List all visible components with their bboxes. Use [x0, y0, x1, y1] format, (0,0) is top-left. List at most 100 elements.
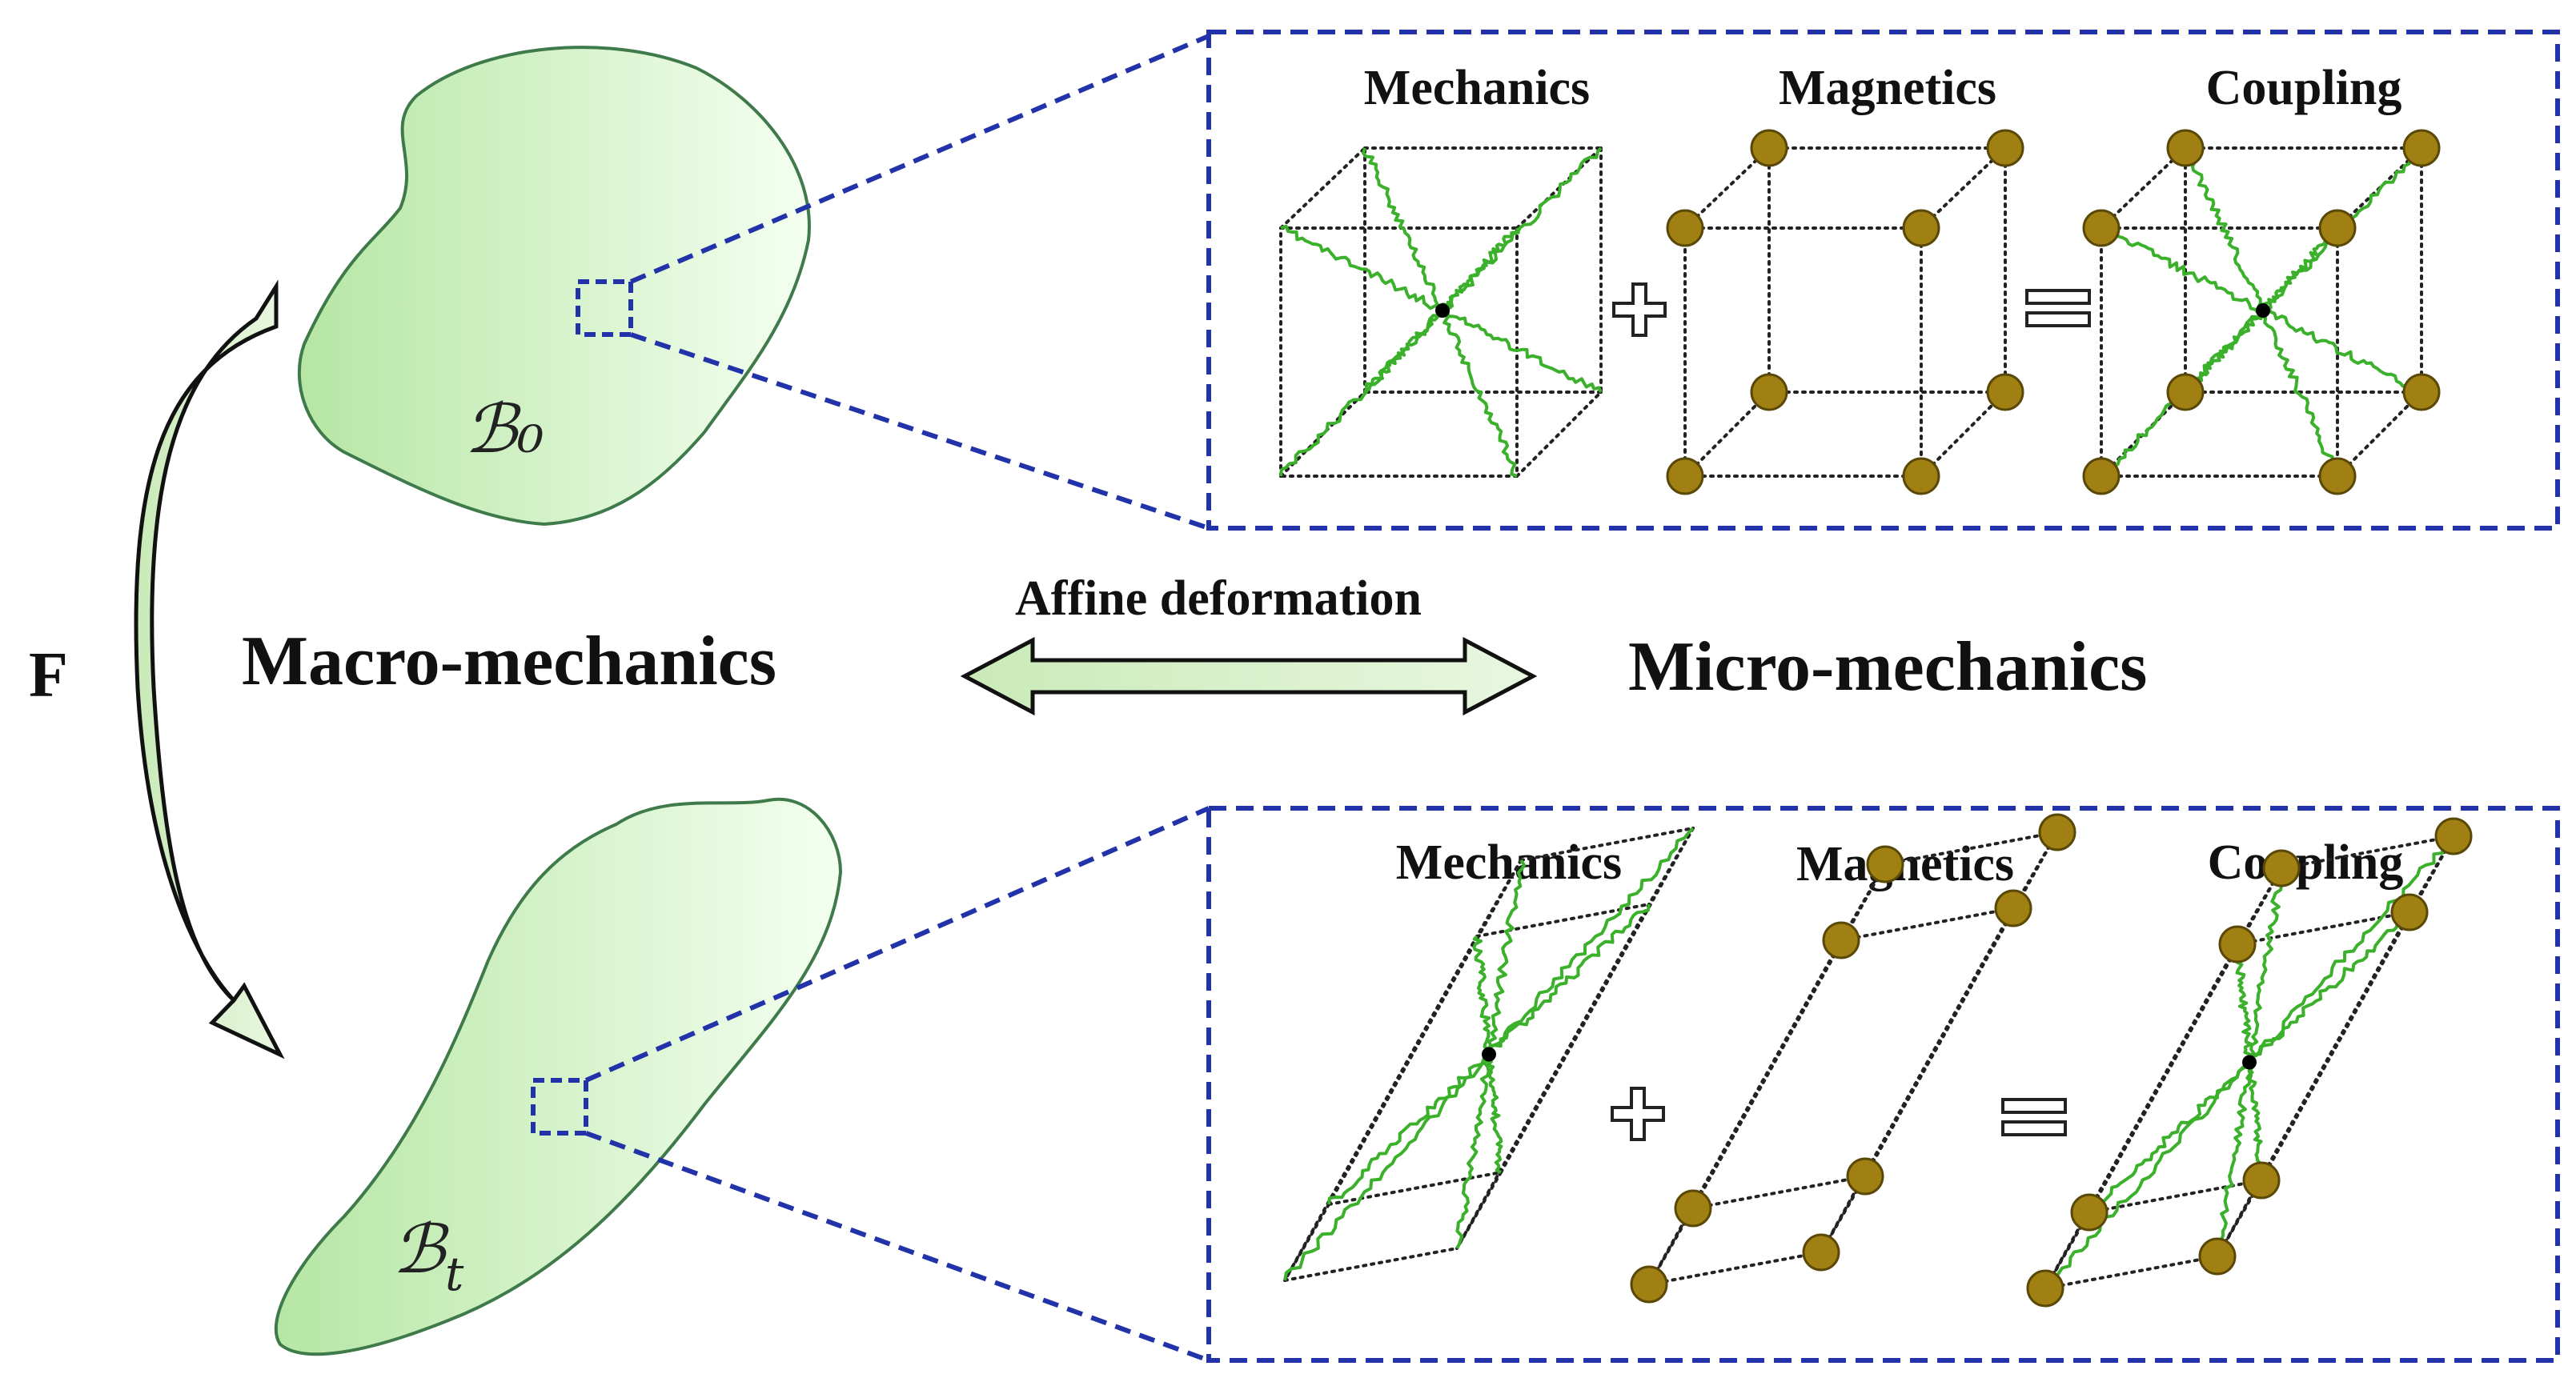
mechanics-cell-deformed [1283, 827, 1695, 1282]
magnetic-particle [1846, 1157, 1884, 1196]
cell-center-node [1482, 1047, 1496, 1062]
magnetic-particle [1674, 1189, 1712, 1228]
cell-edge [2100, 146, 2187, 230]
magnetic-particle [2082, 209, 2121, 247]
magnetics-cell-deformed [1630, 813, 2076, 1304]
cell-edge [2044, 943, 2239, 1290]
polymer-chain [1485, 859, 1527, 1056]
reference-zoom-box [576, 279, 633, 337]
magnetic-particle [1802, 1233, 1840, 1272]
polymer-chain [1485, 1053, 1503, 1174]
polymer-chain [2248, 835, 2455, 1063]
magnetic-particle [2198, 1237, 2237, 1276]
magnetic-particle [2218, 925, 2257, 963]
magnetic-particle [1750, 129, 1788, 167]
cell-edge [2336, 391, 2423, 478]
magnetic-particle [2082, 457, 2121, 495]
cell-edge [1683, 146, 1771, 230]
cell-center-node [1435, 303, 1450, 318]
cell-edge [1283, 1247, 1459, 1282]
cell-edge [1691, 1175, 1867, 1210]
current-body [274, 797, 843, 1356]
polymer-chain [1442, 306, 1603, 393]
reference-zoom-line-top [629, 34, 1210, 284]
polymer-chain [1455, 1053, 1495, 1249]
polymer-chain [1363, 310, 1446, 393]
magnetic-particle [2242, 1161, 2281, 1200]
cell-edge [1327, 1171, 1503, 1206]
current-zoom-box [531, 1078, 588, 1136]
affine-deformation-label: Affine deformation [1015, 571, 1422, 626]
current-zoom-line-top [584, 806, 1210, 1083]
macro-mechanics-label: Macro-mechanics [242, 623, 776, 700]
current-body-subscript: t [445, 1247, 464, 1301]
magnetic-particle [2402, 129, 2441, 167]
current-zoom-line-bottom [584, 1131, 1210, 1363]
magnetic-particle [2038, 813, 2076, 851]
equals-operator-deformed [2001, 1098, 2067, 1136]
polymer-chain [1280, 224, 1444, 311]
cell-edge [2216, 911, 2411, 1258]
cell-edge [1475, 859, 1523, 938]
cell-edge [1647, 1251, 1823, 1286]
magnetics-cell-undeformed [1666, 129, 2024, 495]
polymer-chain [1279, 310, 1444, 477]
magnetic-particle [1666, 209, 1704, 247]
cell-center-node [2242, 1055, 2257, 1070]
magnetic-particle [1986, 373, 2024, 411]
cell-edge [1279, 146, 1366, 230]
affine-deformation-arrow [960, 636, 1538, 716]
cell-edge [1920, 391, 2007, 478]
polymer-chain [1327, 1053, 1491, 1205]
magnetic-particle [1902, 457, 1940, 495]
map-label: F [29, 640, 68, 711]
magnetic-particle [2262, 849, 2301, 887]
unit-cells [1279, 129, 2473, 1308]
polymer-chain [1472, 935, 1491, 1056]
magnetic-particle [2070, 1193, 2109, 1232]
magnetic-particle [2434, 817, 2473, 855]
undeformed-panel-frame [1206, 30, 2560, 531]
polymer-chain [2259, 310, 2338, 478]
magnetics-title-deformed: Magnetics [1796, 837, 2014, 891]
magnetic-particle [2166, 129, 2205, 167]
magnetic-particle [1986, 129, 2024, 167]
polymer-chain [1441, 310, 1518, 478]
magnetic-particle [1630, 1265, 1668, 1304]
cell-edge [1820, 907, 2015, 1254]
cell-edge [1683, 391, 1771, 478]
cell-edge [1840, 907, 2015, 942]
magnetic-particle [2402, 373, 2441, 411]
magnetic-particle [2318, 209, 2357, 247]
reference-zoom-line-bottom [630, 332, 1210, 531]
polymer-chain [2262, 306, 2422, 395]
cell-edge [1920, 146, 2007, 230]
polymer-chain [2044, 1060, 2251, 1289]
magnetic-particle [2390, 893, 2429, 931]
cell-edge [1455, 903, 1651, 1250]
cell-center-node [2256, 303, 2270, 318]
magnetic-particle [1822, 921, 1860, 959]
current-body-symbol: ℬ [392, 1210, 449, 1288]
cell-edge [1283, 935, 1479, 1282]
current-body-label: ℬt [392, 1210, 464, 1301]
deformed-panel-frame [1206, 806, 2560, 1363]
polymer-chain [2246, 867, 2287, 1064]
plus-operator-undeformed [1612, 282, 1667, 337]
magnetic-particle [1994, 889, 2032, 927]
magnetic-particle [2026, 1269, 2064, 1308]
cell-edge [2280, 835, 2455, 870]
mechanics-cell-undeformed [1279, 146, 1603, 478]
polymer-chain [2245, 1061, 2266, 1182]
coupling-cell-deformed [2026, 817, 2473, 1308]
magnetic-particle [2318, 457, 2357, 495]
deformation-map-arrow [134, 279, 285, 1060]
polymer-chain [2214, 1061, 2255, 1258]
mechanics-title-undeformed: Mechanics [1364, 61, 1590, 115]
coupling-cell-undeformed [2082, 129, 2441, 495]
magnetic-particle [1750, 373, 1788, 411]
polymer-chain [2184, 146, 2264, 312]
polymer-chain [1487, 827, 1695, 1055]
cell-edge [2044, 1255, 2219, 1290]
cell-edge [1519, 827, 1695, 862]
